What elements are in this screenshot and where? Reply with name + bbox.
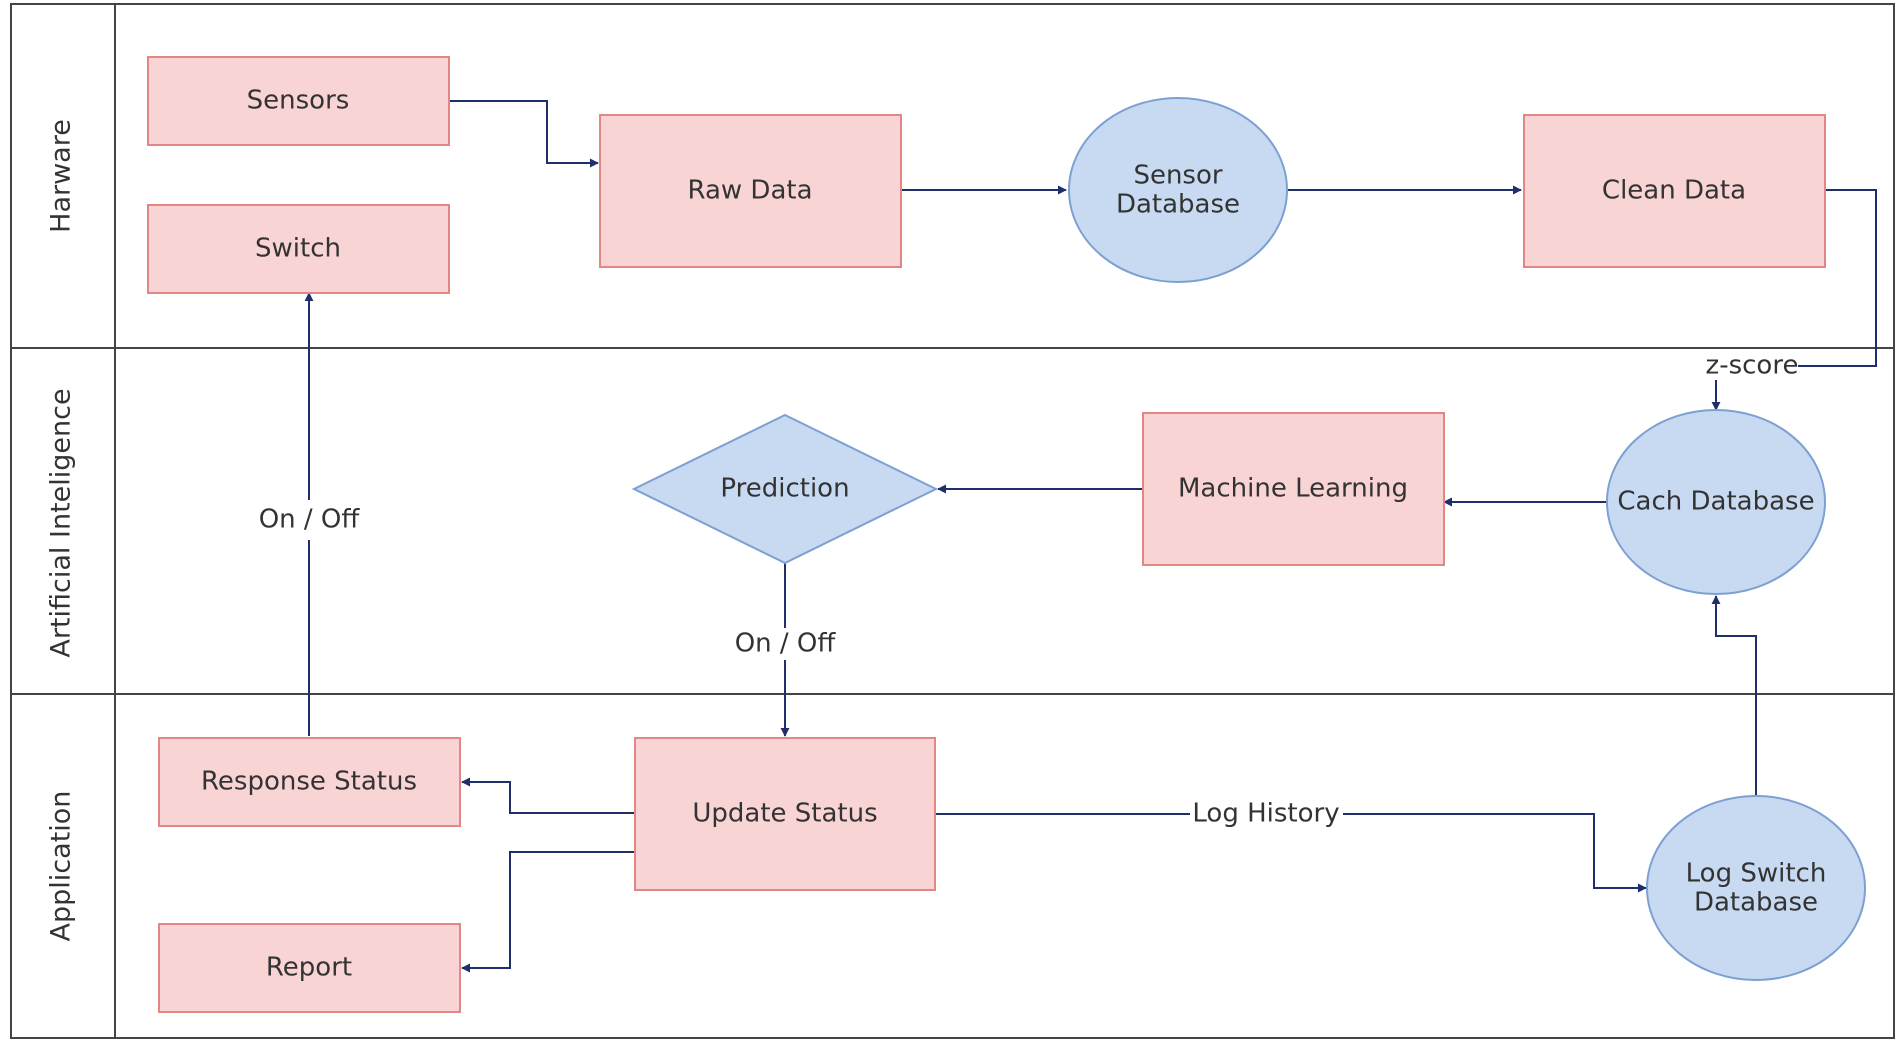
edges xyxy=(304,100,1877,973)
lane-label-application: Application xyxy=(46,791,77,942)
node-machine-learning-label: Machine Learning xyxy=(1178,474,1408,504)
node-response-status-label: Response Status xyxy=(201,767,417,797)
node-sensor-database: Sensor Database xyxy=(1068,97,1288,283)
node-cach-database-label: Cach Database xyxy=(1617,487,1814,517)
node-cach-database-shape xyxy=(1606,409,1826,595)
node-sensors-label: Sensors xyxy=(247,86,350,116)
node-log-switch-database-shape xyxy=(1646,795,1866,981)
node-machine-learning-box xyxy=(1142,412,1445,566)
node-clean-data: Clean Data xyxy=(1523,114,1826,268)
node-raw-data-box xyxy=(599,114,902,268)
edge-log-switch-db-to-cach-db xyxy=(1711,595,1757,797)
node-log-switch-database-label-line2: Database xyxy=(1694,888,1818,918)
edge-label-on-off-switch: On / Off xyxy=(259,505,361,535)
node-update-status-box xyxy=(634,737,936,891)
swimlane-frame xyxy=(10,3,1895,1039)
outer-border xyxy=(10,3,1895,1039)
node-switch-box xyxy=(147,204,450,294)
node-sensor-database-label-line2: Database xyxy=(1116,190,1240,220)
edge-log-history-to-log-switch-db xyxy=(1343,813,1647,893)
node-update-status-label: Update Status xyxy=(692,799,877,829)
node-sensors: Sensors xyxy=(147,56,450,146)
edge-label-z-score: z-score xyxy=(1706,351,1799,381)
node-raw-data-label: Raw Data xyxy=(687,176,812,206)
node-log-switch-database-label-line1: Log Switch xyxy=(1686,859,1827,889)
node-report: Report xyxy=(158,923,461,1013)
node-response-status: Response Status xyxy=(158,737,461,827)
node-cach-database: Cach Database xyxy=(1606,409,1826,595)
node-response-status-box xyxy=(158,737,461,827)
node-machine-learning: Machine Learning xyxy=(1142,412,1445,566)
node-clean-data-box xyxy=(1523,114,1826,268)
node-sensor-database-label-line1: Sensor xyxy=(1133,161,1222,191)
lane-label-hardware: Harware xyxy=(46,119,77,233)
node-update-status: Update Status xyxy=(634,737,936,891)
node-switch-label: Switch xyxy=(255,234,341,264)
node-prediction: Prediction xyxy=(631,413,939,565)
node-raw-data: Raw Data xyxy=(599,114,902,268)
node-report-box xyxy=(158,923,461,1013)
node-report-label: Report xyxy=(266,953,352,983)
node-sensor-database-shape xyxy=(1068,97,1288,283)
edge-sensors-to-raw-data xyxy=(449,100,599,168)
node-switch: Switch xyxy=(147,204,450,294)
node-sensors-box xyxy=(147,56,450,146)
node-clean-data-label: Clean Data xyxy=(1602,176,1746,206)
node-prediction-label: Prediction xyxy=(720,474,849,504)
edge-update-status-to-response-status xyxy=(461,777,635,814)
edge-label-log-history: Log History xyxy=(1192,799,1339,829)
edge-clean-data-to-z-score xyxy=(1798,189,1877,367)
edge-update-status-to-report xyxy=(461,851,635,973)
node-log-switch-database: Log Switch Database xyxy=(1646,795,1866,981)
node-prediction-shape xyxy=(631,413,939,565)
edge-label-on-off-prediction: On / Off xyxy=(735,629,837,659)
lane-label-ai: Artificial Inteligence xyxy=(46,388,77,657)
